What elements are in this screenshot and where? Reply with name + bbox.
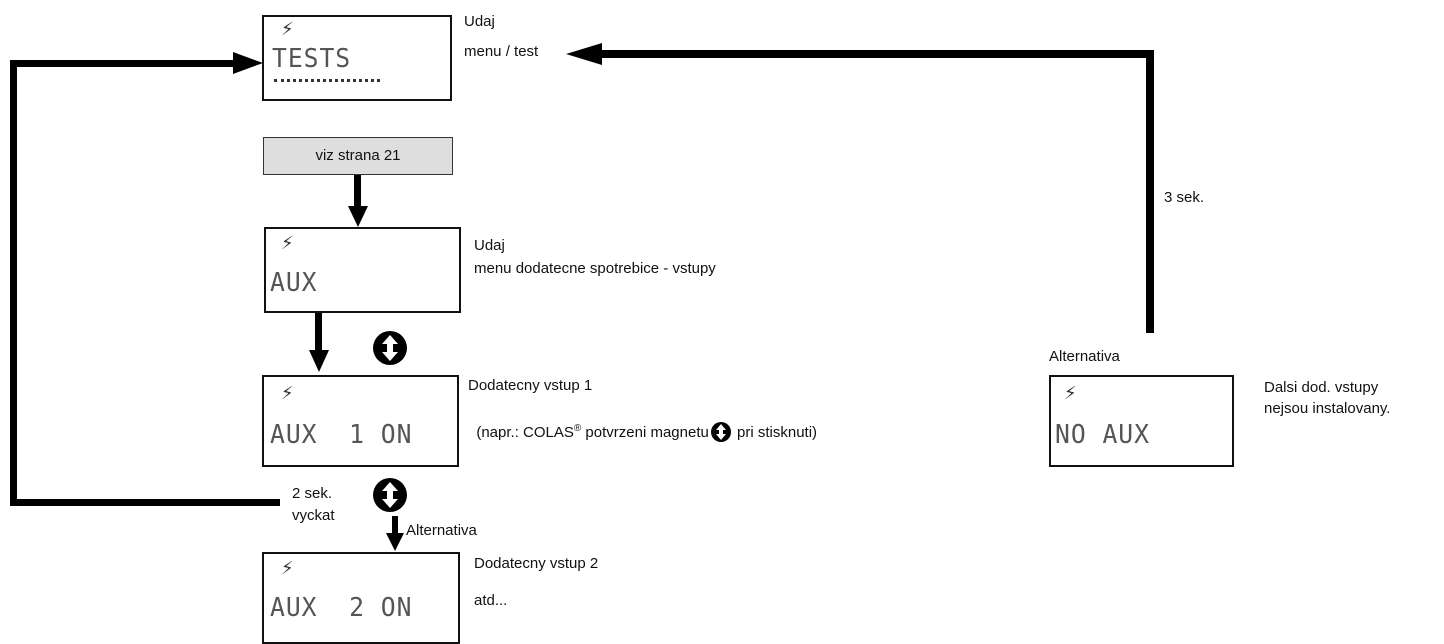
aux1-label-line2: (napr.: COLAS® potvrzeni magnetu pri sti… [468, 400, 817, 442]
lightning-icon: ⚡ [281, 383, 294, 404]
aux1-label-text-a: (napr.: COLAS [476, 424, 574, 441]
right-path-vertical [1146, 50, 1154, 333]
arrow-shaft-aux-to-aux1 [315, 313, 322, 355]
updown-arrow-icon [710, 422, 731, 442]
return-loop-top [10, 60, 238, 67]
updown-arrow-icon[interactable] [373, 478, 407, 512]
right-path-top [600, 50, 1154, 58]
return-loop-vertical [10, 60, 17, 506]
aux1-label-text-c: pri stisknuti) [732, 424, 818, 441]
registered-mark: ® [573, 423, 582, 434]
lcd-screen-tests: ⚡ TESTS [262, 15, 452, 101]
lcd-cursor-underline [274, 79, 380, 82]
lcd-text-aux2: AUX 2 ON [270, 593, 413, 623]
tests-label-line1: Udaj [464, 13, 495, 30]
arrow-shaft-button-to-aux [354, 175, 361, 211]
lcd-text-aux1: AUX 1 ON [270, 420, 413, 450]
arrow-head-right [233, 52, 263, 74]
lightning-icon: ⚡ [281, 233, 294, 254]
updown-arrow-icon[interactable] [373, 331, 407, 365]
arrow-shaft-aux1-to-aux2 [392, 516, 398, 536]
wait-label-line1: 2 sek. [292, 485, 333, 502]
alternativa-right-label: Alternativa [1049, 348, 1120, 365]
arrow-head-down [386, 533, 404, 551]
noaux-label-line1: Dalsi dod. vstupy [1264, 379, 1379, 396]
lightning-icon: ⚡ [1064, 383, 1077, 404]
lcd-text-aux: AUX [270, 268, 318, 298]
arrow-head-down [348, 206, 368, 227]
aux2-label-line2: atd... [474, 592, 508, 609]
return-loop-bottom [10, 499, 280, 506]
alternativa-bottom-label: Alternativa [406, 522, 477, 539]
noaux-label-line2: nejsou instalovany. [1264, 400, 1391, 417]
arrow-head-left [566, 43, 602, 65]
lcd-screen-noaux: ⚡ NO AUX [1049, 375, 1234, 467]
aux-label-line2: menu dodatecne spotrebice - vstupy [474, 260, 716, 277]
arrow-head-down [309, 350, 329, 372]
lcd-screen-aux2: ⚡ AUX 2 ON [262, 552, 460, 644]
three-sec-label: 3 sek. [1164, 189, 1205, 206]
page-reference-button[interactable]: viz strana 21 [263, 137, 453, 175]
aux1-label-text-b: potvrzeni magnetu [581, 424, 709, 441]
wait-label-line2: vyckat [292, 507, 335, 524]
aux1-label-line1: Dodatecny vstup 1 [468, 377, 593, 394]
lightning-icon: ⚡ [281, 19, 294, 40]
lightning-icon: ⚡ [281, 558, 294, 579]
aux-label-line1: Udaj [474, 237, 505, 254]
lcd-text-tests: TESTS [272, 44, 352, 74]
aux2-label-line1: Dodatecny vstup 2 [474, 555, 599, 572]
lcd-screen-aux1: ⚡ AUX 1 ON [262, 375, 459, 467]
lcd-screen-aux: ⚡ AUX [264, 227, 461, 313]
tests-label-line2: menu / test [464, 43, 539, 60]
lcd-text-noaux: NO AUX [1055, 420, 1150, 450]
